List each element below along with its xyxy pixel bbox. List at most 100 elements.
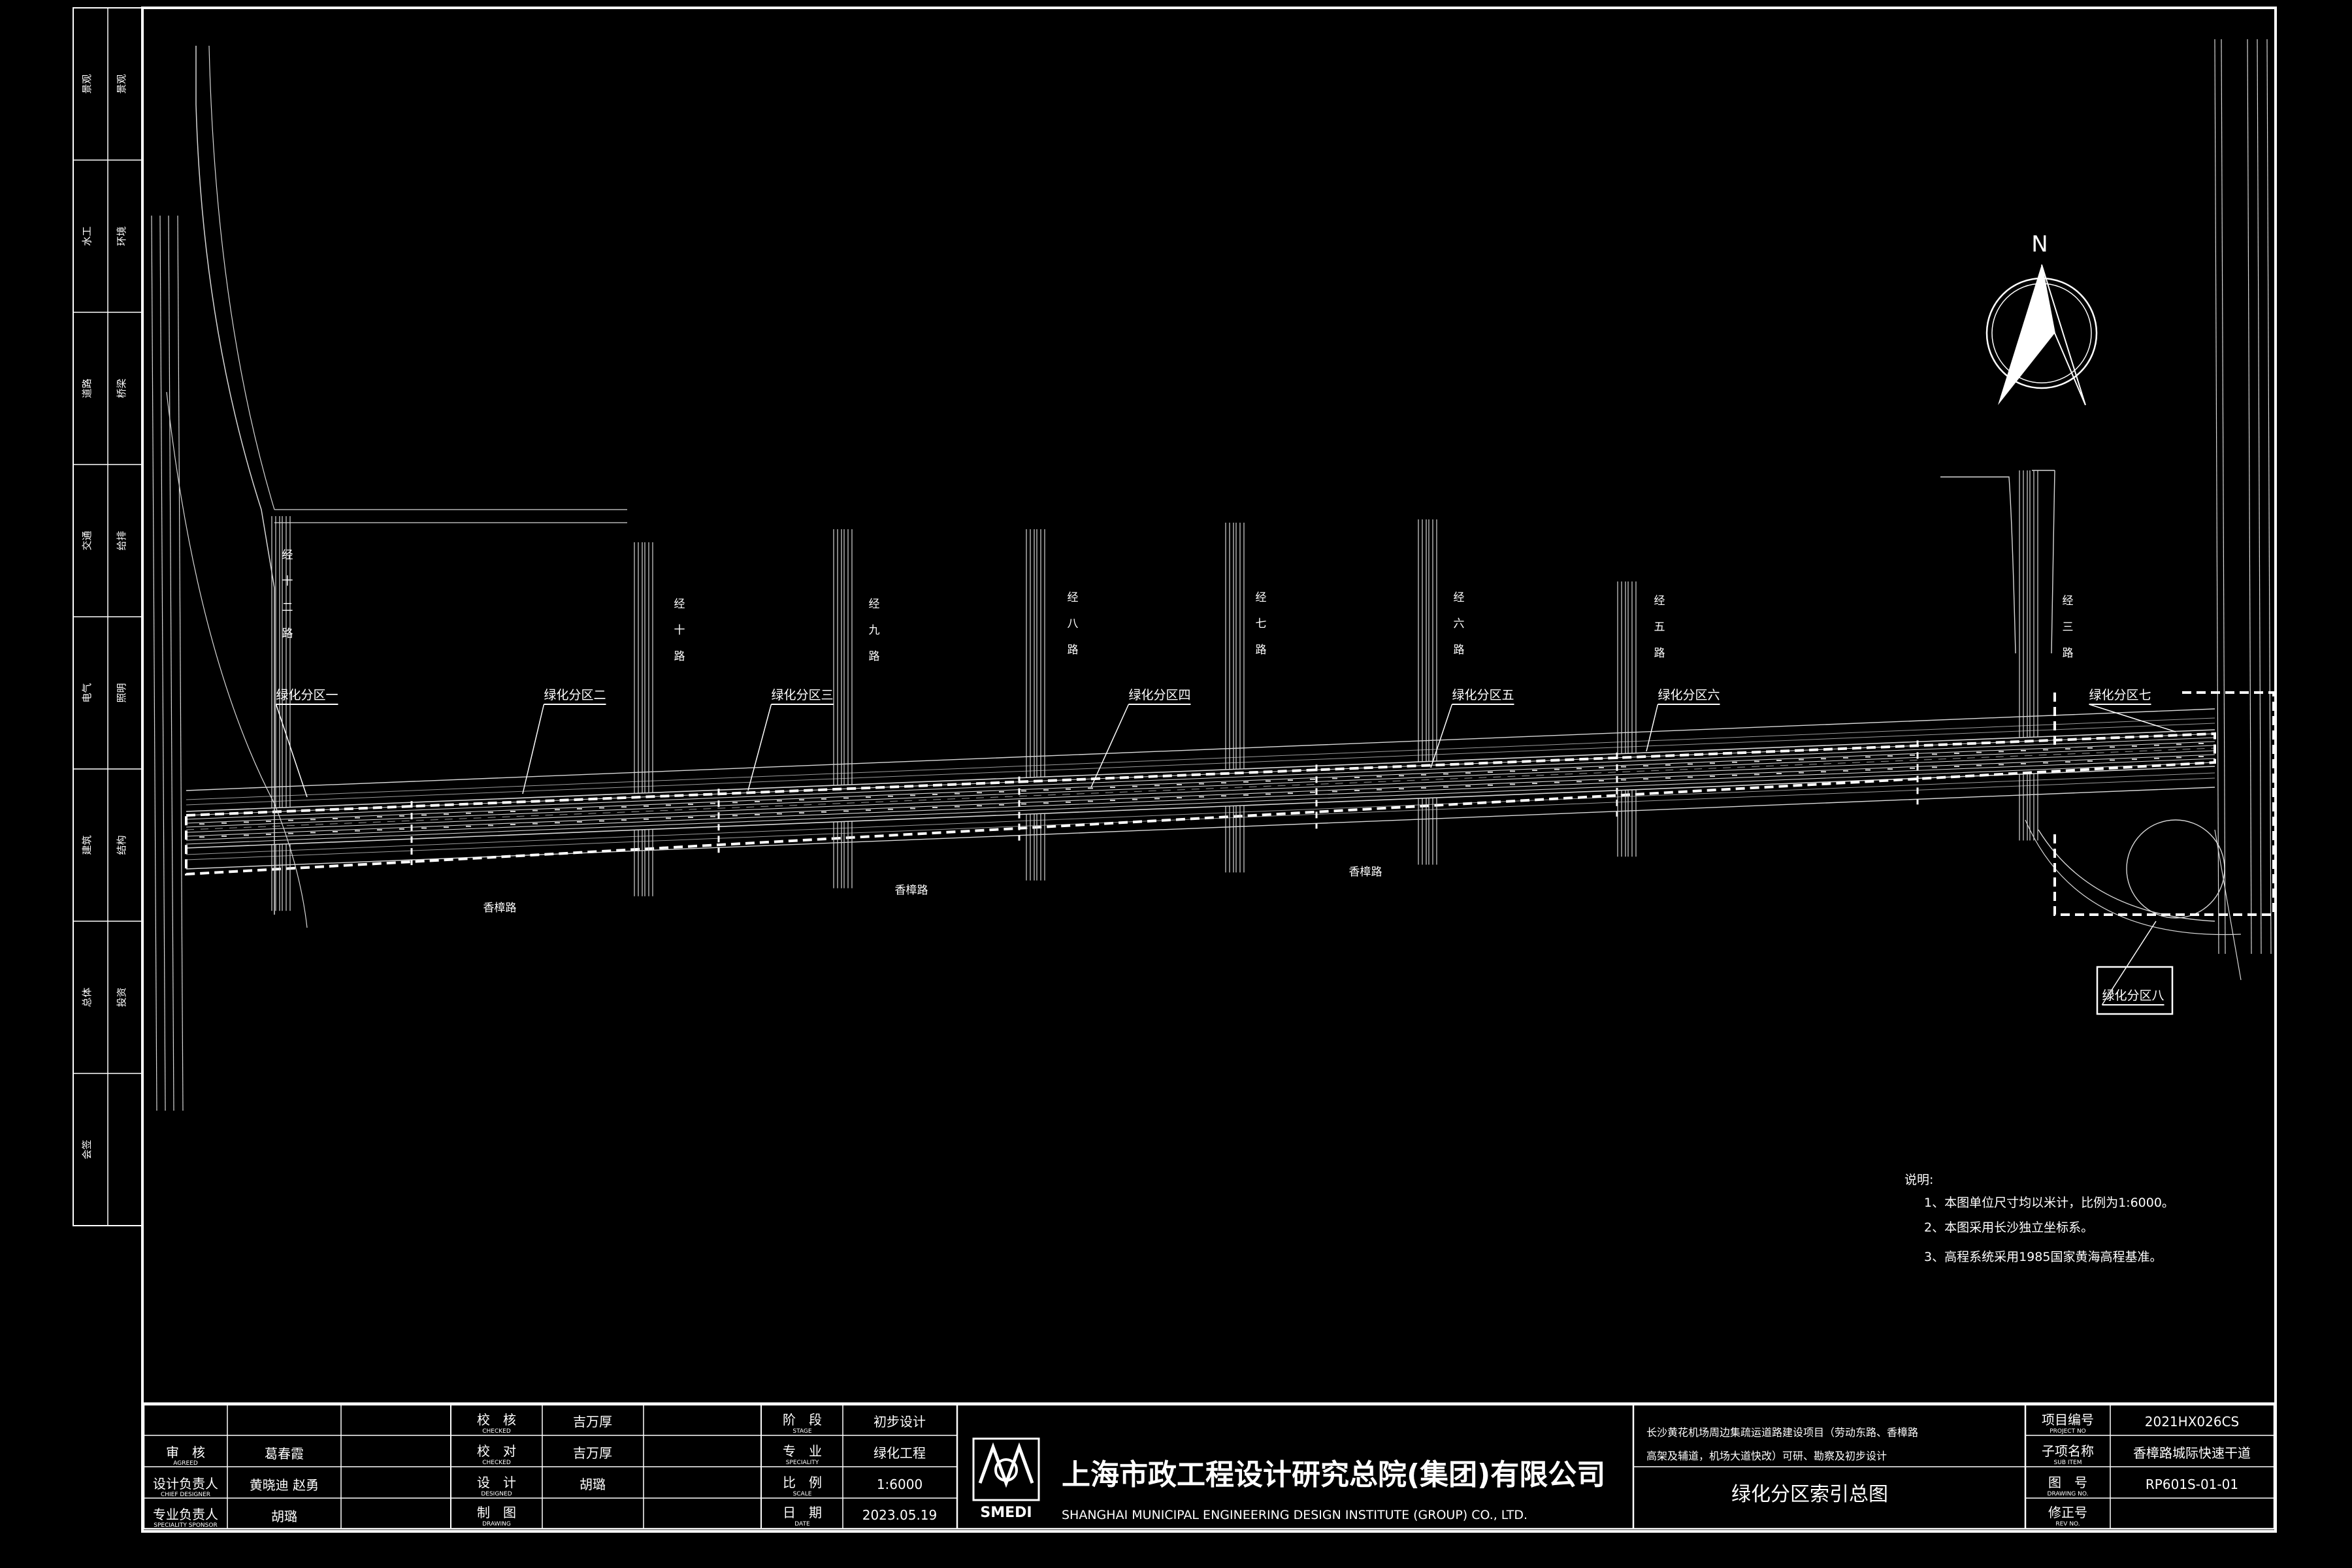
sub-item-value: 香樟路城际快速干道 (2133, 1445, 2251, 1461)
signoff-label: 环境 (116, 226, 127, 246)
signoff-label: 结构 (116, 835, 127, 855)
check-1-name: 吉万厚 (573, 1414, 612, 1429)
signoff-label: 总体 (81, 987, 93, 1007)
side-road-label: 路 (1654, 647, 1665, 660)
project-line-2: 高架及辅道，机场大道快改）可研、勘察及初步设计 (1646, 1450, 1887, 1462)
stage-value: 初步设计 (874, 1414, 926, 1429)
scale-label: 比 例 (783, 1475, 822, 1490)
signoff-label: 建筑 (81, 835, 93, 855)
side-road-label: 二 (282, 601, 293, 614)
drawing-no-value: RP601S-01-01 (2146, 1477, 2238, 1492)
role-agreed-name: 葛春霞 (265, 1446, 304, 1462)
company-logo-icon: SMEDI (972, 1437, 1040, 1521)
scale-value: 1:6000 (877, 1477, 923, 1492)
side-road-label: 经 (1068, 591, 1079, 604)
side-road-label: 路 (2063, 647, 2074, 660)
side-road-label: 十 (674, 624, 685, 637)
role-chief-label: 设计负责人 (153, 1476, 218, 1492)
side-road-label: 五 (1654, 621, 1665, 634)
zone-label-6: 绿化分区六 (1658, 688, 1720, 702)
side-road-label: 经 (2063, 595, 2074, 608)
speciality-en: SPECIALITY (786, 1460, 819, 1466)
zone-label-7: 绿化分区七 (2089, 688, 2151, 702)
side-road-label: 六 (1454, 617, 1465, 630)
role-agreed-label: 审 核 (166, 1445, 205, 1460)
side-road-label: 经 (1654, 595, 1665, 608)
logo-text: SMEDI (980, 1505, 1032, 1521)
check-2-label: 校 对 (477, 1443, 516, 1459)
road-plan-linework (151, 39, 2275, 1111)
side-road-label: 经 (1454, 591, 1465, 604)
side-road-label: 经 (1256, 591, 1267, 604)
date-en: DATE (794, 1521, 810, 1527)
role-chief-name: 黄晓迪 赵勇 (250, 1477, 319, 1493)
role-agreed-en: AGREED (173, 1460, 198, 1467)
project-no-value: 2021HX026CS (2145, 1414, 2239, 1429)
zone-label-1: 绿化分区一 (276, 688, 338, 702)
signoff-label: 桥梁 (116, 378, 127, 398)
sub-item-en: SUB ITEM (2054, 1460, 2082, 1466)
signoff-label: 给排 (116, 531, 127, 550)
signoff-label: 道路 (81, 378, 93, 398)
zone-label-8: 绿化分区八 (2102, 988, 2164, 1003)
side-road-label: 路 (1256, 644, 1267, 657)
side-road-label: 经 (869, 598, 880, 611)
check-3-label: 设 计 (477, 1475, 516, 1490)
sub-item-label: 子项名称 (2042, 1443, 2094, 1459)
speciality-label: 专 业 (783, 1443, 822, 1459)
stage-en: STAGE (792, 1428, 811, 1435)
project-no-label: 项目编号 (2042, 1412, 2094, 1428)
check-3-name: 胡璐 (580, 1477, 606, 1492)
signoff-label: 水工 (81, 226, 93, 246)
drawing-frame (141, 7, 2277, 1533)
role-sponsor-en: SPECIALITY SPONSOR (154, 1522, 217, 1529)
signoff-label: 照明 (116, 683, 127, 702)
project-no-en: PROJECT NO (2050, 1428, 2086, 1435)
side-road-label: 三 (2063, 621, 2074, 634)
north-label: N (2031, 231, 2048, 257)
side-road-label: 路 (674, 650, 685, 663)
company-name-en: SHANGHAI MUNICIPAL ENGINEERING DESIGN IN… (1062, 1508, 1527, 1522)
check-4-en: DRAWING (482, 1521, 511, 1527)
check-4-label: 制 图 (477, 1505, 516, 1520)
rev-no-label: 修正号 (2048, 1505, 2087, 1520)
side-road-label: 七 (1256, 617, 1267, 630)
road-label-1: 香樟路 (483, 902, 517, 915)
side-road-label: 十 (282, 575, 293, 588)
role-sponsor-name: 胡璐 (271, 1509, 297, 1524)
side-road-label: 八 (1068, 617, 1079, 630)
zone-label-2: 绿化分区二 (544, 688, 606, 702)
drawing-no-en: DRAWING NO. (2048, 1491, 2089, 1497)
north-arrow-icon: N (1985, 231, 2098, 406)
scale-en: SCALE (793, 1491, 812, 1497)
drawing-no-label: 图 号 (2048, 1475, 2087, 1490)
zone-label-3: 绿化分区三 (771, 688, 833, 702)
stage-label: 阶 段 (783, 1412, 822, 1428)
signoff-label: 景观 (116, 74, 127, 93)
check-1-en: CHECKED (482, 1428, 511, 1435)
company-name-cn: 上海市政工程设计研究总院(集团)有限公司 (1062, 1458, 1605, 1492)
drawing-title: 绿化分区索引总图 (1731, 1483, 1888, 1506)
zone-label-5: 绿化分区五 (1452, 688, 1514, 702)
rev-no-en: REV NO. (2055, 1521, 2080, 1527)
side-road-label: 九 (869, 624, 880, 637)
role-chief-en: CHIEF DESIGNER (161, 1492, 210, 1498)
side-road-label: 经 (282, 549, 293, 562)
check-3-en: DESIGNED (481, 1491, 512, 1497)
check-1-label: 校 核 (477, 1412, 516, 1428)
note-2: 2、本图采用长沙独立坐标系。 (1924, 1220, 2093, 1235)
side-road-label: 路 (869, 650, 880, 663)
speciality-value: 绿化工程 (874, 1445, 926, 1461)
road-name-labels: 香樟路 香樟路 香樟路 (483, 866, 1382, 915)
side-road-label: 路 (1454, 644, 1465, 657)
signoff-label: 电气 (81, 683, 93, 702)
date-value: 2023.05.19 (862, 1507, 938, 1523)
left-signoff-strip: 景观景观水工环境道路桥梁交通给排电气照明建筑结构总体投资会签 (73, 7, 143, 1226)
zone-label-4: 绿化分区四 (1128, 688, 1190, 702)
role-sponsor-label: 专业负责人 (153, 1507, 218, 1522)
side-road-label: 路 (282, 627, 293, 640)
note-1: 1、本图单位尺寸均以米计，比例为1:6000。 (1924, 1196, 2174, 1210)
check-2-name: 吉万厚 (573, 1445, 612, 1461)
